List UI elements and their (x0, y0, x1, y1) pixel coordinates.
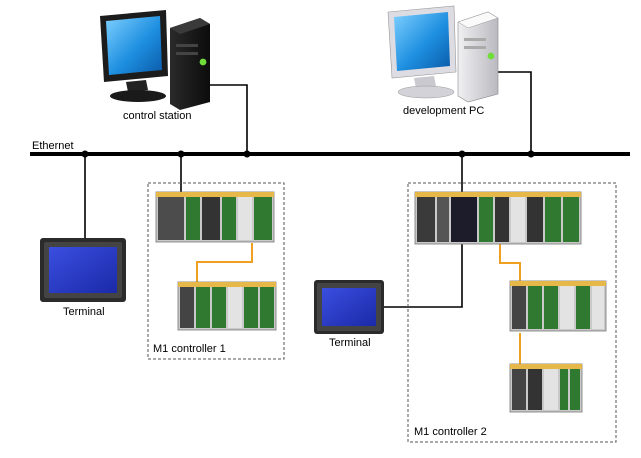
touch-panel-terminal-icon (314, 280, 384, 334)
plc-rack-icon (414, 191, 582, 245)
junction-dot (81, 150, 89, 158)
fiber-links (196, 243, 521, 365)
plc-rack-icon (509, 363, 583, 413)
touch-panel-terminal-icon (40, 238, 126, 302)
control-station-label: control station (123, 110, 192, 122)
junction-dot (243, 150, 251, 158)
link-development-pc (492, 71, 532, 154)
m1-controller-1-label: M1 controller 1 (153, 343, 226, 355)
junction-dot (458, 150, 466, 158)
development-pc-label: development PC (403, 105, 485, 117)
link-control-station (200, 84, 248, 154)
fiber-link-c2a (499, 243, 521, 283)
junction-dot (177, 150, 185, 158)
ethernet-label: Ethernet (32, 140, 74, 152)
plc-rack-icon (509, 280, 607, 332)
desktop-computer-icon (387, 5, 499, 103)
m1-controller-2-box (407, 182, 617, 443)
terminal-right-label: Terminal (329, 337, 371, 349)
m1-controller-2-label: M1 controller 2 (414, 426, 487, 438)
junction-dot (527, 150, 535, 158)
fiber-link-c1 (196, 243, 253, 283)
terminal-left-label: Terminal (63, 306, 105, 318)
link-terminal-right (383, 243, 463, 308)
m1-controller-1-box (147, 182, 285, 360)
desktop-computer-icon (100, 10, 210, 110)
plc-rack-icon (177, 281, 277, 331)
plc-rack-icon (155, 191, 275, 243)
junction-dots (81, 150, 535, 158)
